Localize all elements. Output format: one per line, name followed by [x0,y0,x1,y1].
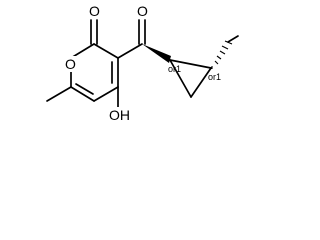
bond-cp-c1-c2 [169,59,212,69]
bond-c6-methyl [46,86,72,102]
bond-cp-c2-c3 [190,67,212,98]
bond-o1-c2 [70,43,95,59]
cyclopropane-ring [169,59,212,98]
bond-c3-ketone-carbon [117,43,143,59]
bond-c5-c6 [70,86,95,102]
bond-c4-c5 [93,86,119,102]
bond-c5-c6-inner [75,83,94,95]
stereo-label-c2: or1 [208,72,221,82]
ketone-carbonyl [138,19,146,45]
bond-c2-c3 [93,43,119,59]
lactone-carbonyl [90,19,98,45]
chemical-structure-diagram: O O O OH or1 or1 [46,3,239,123]
ring-oxygen-label: O [65,56,76,72]
bond-methyl-stub [227,35,239,43]
wedge-bond-ketone-c1 [142,44,171,63]
hydroxyl-label: OH [109,107,130,123]
pyranone-ring [70,43,119,102]
stereo-label-c1: or1 [168,64,181,74]
lactone-oxygen-label: O [89,3,100,19]
ketone-oxygen-label: O [137,3,148,19]
bond-cp-c1-c3 [169,59,192,98]
hashed-wedge-bond-c2-methyl [211,40,233,69]
